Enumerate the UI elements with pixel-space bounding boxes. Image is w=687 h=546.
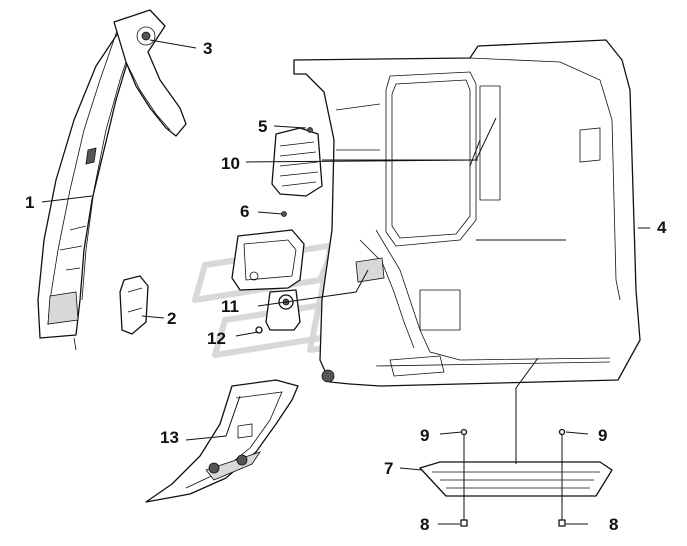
callout-5: 5 [258, 117, 268, 136]
upper-pillar-part [113, 9, 187, 137]
callout-8-left: 8 [420, 515, 430, 534]
callout-7: 7 [384, 459, 394, 478]
callout-3: 3 [203, 39, 213, 58]
callout-11: 11 [221, 297, 239, 316]
callout-8-right: 8 [609, 515, 619, 534]
fasteners [255, 127, 566, 527]
callout-4: 4 [657, 218, 667, 237]
callout-2: 2 [167, 309, 177, 328]
floor-tray-part [419, 461, 613, 497]
callout-13: 13 [160, 428, 179, 447]
callout-9-left: 9 [420, 426, 430, 445]
lower-kick-panel-part [145, 379, 299, 503]
callout-1: 1 [25, 193, 35, 212]
callout-10: 10 [221, 154, 240, 173]
callout-12: 12 [207, 329, 226, 348]
latch-part [265, 289, 301, 331]
storage-tray-part [231, 229, 305, 291]
callout-9-right: 9 [598, 426, 608, 445]
side-wall-panel-part [293, 39, 641, 387]
leader-lines [41, 39, 650, 525]
pillar-cap-part [119, 275, 149, 335]
callout-6: 6 [240, 202, 250, 221]
